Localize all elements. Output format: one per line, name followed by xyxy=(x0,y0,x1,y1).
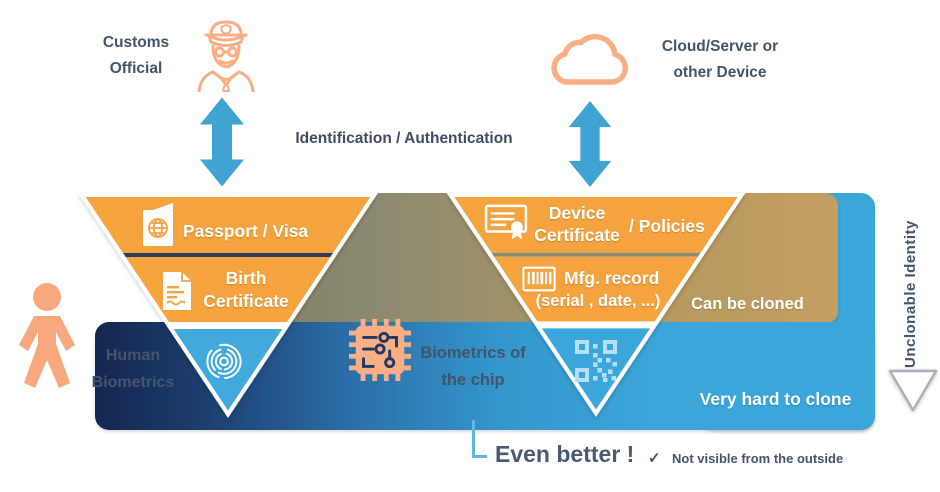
qr-code-icon xyxy=(575,340,617,382)
cloud-server-label: Cloud/Server or other Device xyxy=(642,34,798,86)
checkmark-icon: ✓ xyxy=(648,450,661,467)
birth-line1: Birth xyxy=(225,268,267,288)
human-line2: Biometrics xyxy=(91,374,175,391)
not-visible-label: Not visible from the outside xyxy=(672,451,844,466)
down-triangle-outline-icon xyxy=(888,369,938,412)
customs-line2: Official xyxy=(109,60,163,77)
birth-certificate-label: Birth Certificate xyxy=(196,267,296,313)
mfg-record-label: Mfg. record xyxy=(564,268,660,288)
birth-line2: Certificate xyxy=(203,291,289,311)
birth-certificate-document-icon xyxy=(163,272,191,310)
even-better-label: Even better ! xyxy=(495,441,635,467)
policies-label: / Policies xyxy=(629,216,705,236)
biometrics-of-chip-label: Biometrics of the chip xyxy=(413,340,533,394)
double-headed-arrow-icon xyxy=(200,97,244,187)
serial-date-label: (serial , date, ...) xyxy=(535,292,661,310)
callout-line-vertical xyxy=(472,420,475,458)
very-hard-to-clone-label: Very hard to clone xyxy=(699,389,852,409)
double-headed-arrow-icon xyxy=(568,101,612,187)
customs-official-label: Customs Official xyxy=(80,30,192,82)
cloud-line2: other Device xyxy=(673,64,767,81)
certificate-with-seal-icon xyxy=(484,204,528,240)
human-line1: Human xyxy=(105,347,161,364)
can-be-cloned-label: Can be cloned xyxy=(691,295,804,313)
device-line2: Certificate xyxy=(534,225,620,245)
unclonable-identity-label: Unclonable Identity xyxy=(902,220,919,368)
cloud-icon xyxy=(551,33,629,85)
device-certificate-label: Device Certificate xyxy=(532,202,622,246)
fingerprint-icon xyxy=(206,343,242,380)
circuit-chip-icon xyxy=(349,319,411,381)
customs-officer-icon xyxy=(197,20,255,92)
customs-line1: Customs xyxy=(102,34,170,51)
passport-icon xyxy=(143,203,173,246)
auth-label: Identification / Authentication xyxy=(295,130,513,147)
barcode-icon xyxy=(522,266,556,292)
person-silhouette-icon xyxy=(19,283,75,388)
passport-visa-label: Passport / Visa xyxy=(183,221,309,241)
human-biometrics-label: Human Biometrics xyxy=(83,342,183,396)
cloud-line1: Cloud/Server or xyxy=(661,38,779,55)
callout-line-horizontal xyxy=(472,455,487,458)
chip-line2: the chip xyxy=(441,371,505,389)
device-line1: Device xyxy=(548,203,606,223)
chip-line1: Biometrics of xyxy=(420,344,526,362)
